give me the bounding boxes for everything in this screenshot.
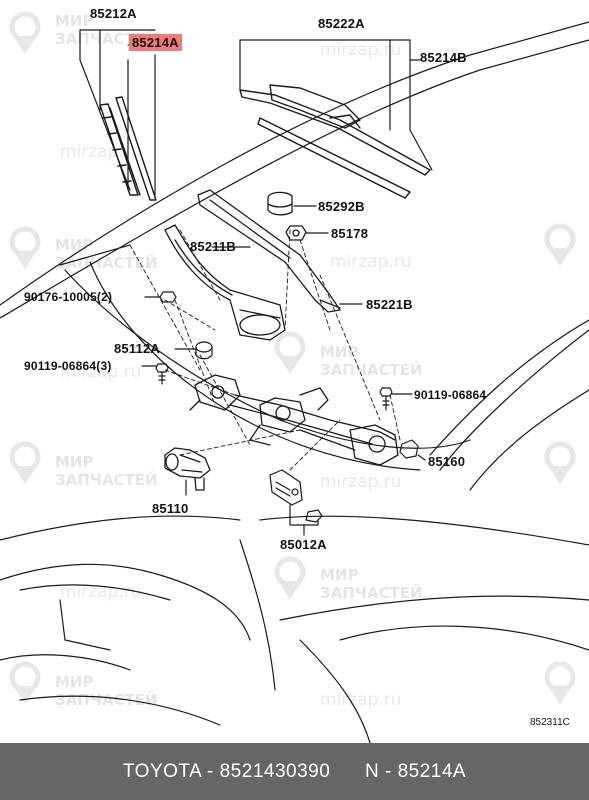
part-label-85292B: 85292B xyxy=(318,199,365,214)
part-label-90119-06864-3: 90119-06864(3) xyxy=(24,359,112,373)
pivot-nut xyxy=(285,225,307,241)
diagram-ref-code: 852311C xyxy=(530,717,570,728)
watermark-brand-line2: ЗАПЧАСТЕЙ xyxy=(55,471,158,489)
location-pin-icon xyxy=(9,226,41,269)
part-label-85112A: 85112A xyxy=(114,341,161,356)
wiper-arm-right xyxy=(197,189,341,313)
part-label-85214A-highlighted: 85214A xyxy=(129,34,182,51)
part-label-85012A: 85012A xyxy=(280,537,327,552)
watermark-brand-line1: МИР xyxy=(55,12,94,30)
pivot-cap xyxy=(267,191,293,216)
location-pin-icon xyxy=(544,441,576,484)
part-label-85110: 85110 xyxy=(152,501,189,516)
watermark-url: mirzap.ru xyxy=(320,40,402,60)
nut-90176 xyxy=(159,291,177,303)
cushion xyxy=(399,439,419,459)
part-label-85222A: 85222A xyxy=(318,16,365,31)
grommet xyxy=(195,341,213,360)
part-label-85160: 85160 xyxy=(428,454,466,469)
location-pin-icon xyxy=(9,661,41,704)
parts-diagram: МИР ЗАПЧАСТЕЙ mirzap.ru mirzap.ru МИР ЗА… xyxy=(0,6,589,743)
wiper-arm-left xyxy=(164,224,286,341)
location-pin-icon xyxy=(274,331,306,374)
footer-bar: TOYOTA - 8521430390 N - 85214A xyxy=(0,743,589,800)
bracket-85012A xyxy=(269,469,323,523)
location-pin-icon xyxy=(544,223,576,266)
watermark-url: mirzap.ru xyxy=(330,252,412,272)
watermark-brand-line2: ЗАПЧАСТЕЙ xyxy=(320,361,423,379)
part-label-90119-06864: 90119-06864 xyxy=(414,388,487,402)
bolt-right xyxy=(379,387,393,411)
watermark-brand-line1: МИР xyxy=(320,566,359,584)
part-label-90176-10005: 90176-10005(2) xyxy=(24,290,113,304)
wiper-motor xyxy=(164,447,211,491)
watermark-url: mirzap.ru xyxy=(320,472,402,492)
watermark-brand-line2: ЗАПЧАСТЕЙ xyxy=(320,584,423,602)
watermark-url: mirzap.ru xyxy=(320,690,402,710)
part-label-85212A: 85212A xyxy=(90,6,137,21)
watermark-url: mirzap.ru xyxy=(60,142,142,162)
part-label-85221B: 85221B xyxy=(366,297,413,312)
bolt-left xyxy=(155,363,169,385)
part-label-85178: 85178 xyxy=(331,226,369,241)
part-label-85214B: 85214B xyxy=(420,50,467,65)
part-label-85211B: 85211B xyxy=(190,239,237,254)
footer-part-number: TOYOTA - 8521430390 N - 85214A xyxy=(122,760,467,782)
wiper-assembly-drawing xyxy=(0,21,589,743)
front-wiper-blade-right xyxy=(239,84,431,199)
watermark-url: mirzap.ru xyxy=(60,582,142,602)
watermark-url: mirzap.ru xyxy=(60,362,142,382)
location-pin-icon xyxy=(9,441,41,484)
watermark-brand-line1: МИР xyxy=(55,453,94,471)
location-pin-icon xyxy=(9,11,41,54)
watermark-brand-line1: МИР xyxy=(320,343,359,361)
wiper-link-assembly xyxy=(189,374,399,466)
location-pin-icon xyxy=(544,661,576,704)
location-pin-icon xyxy=(274,556,306,599)
watermark-brand-line1: МИР xyxy=(55,673,94,691)
